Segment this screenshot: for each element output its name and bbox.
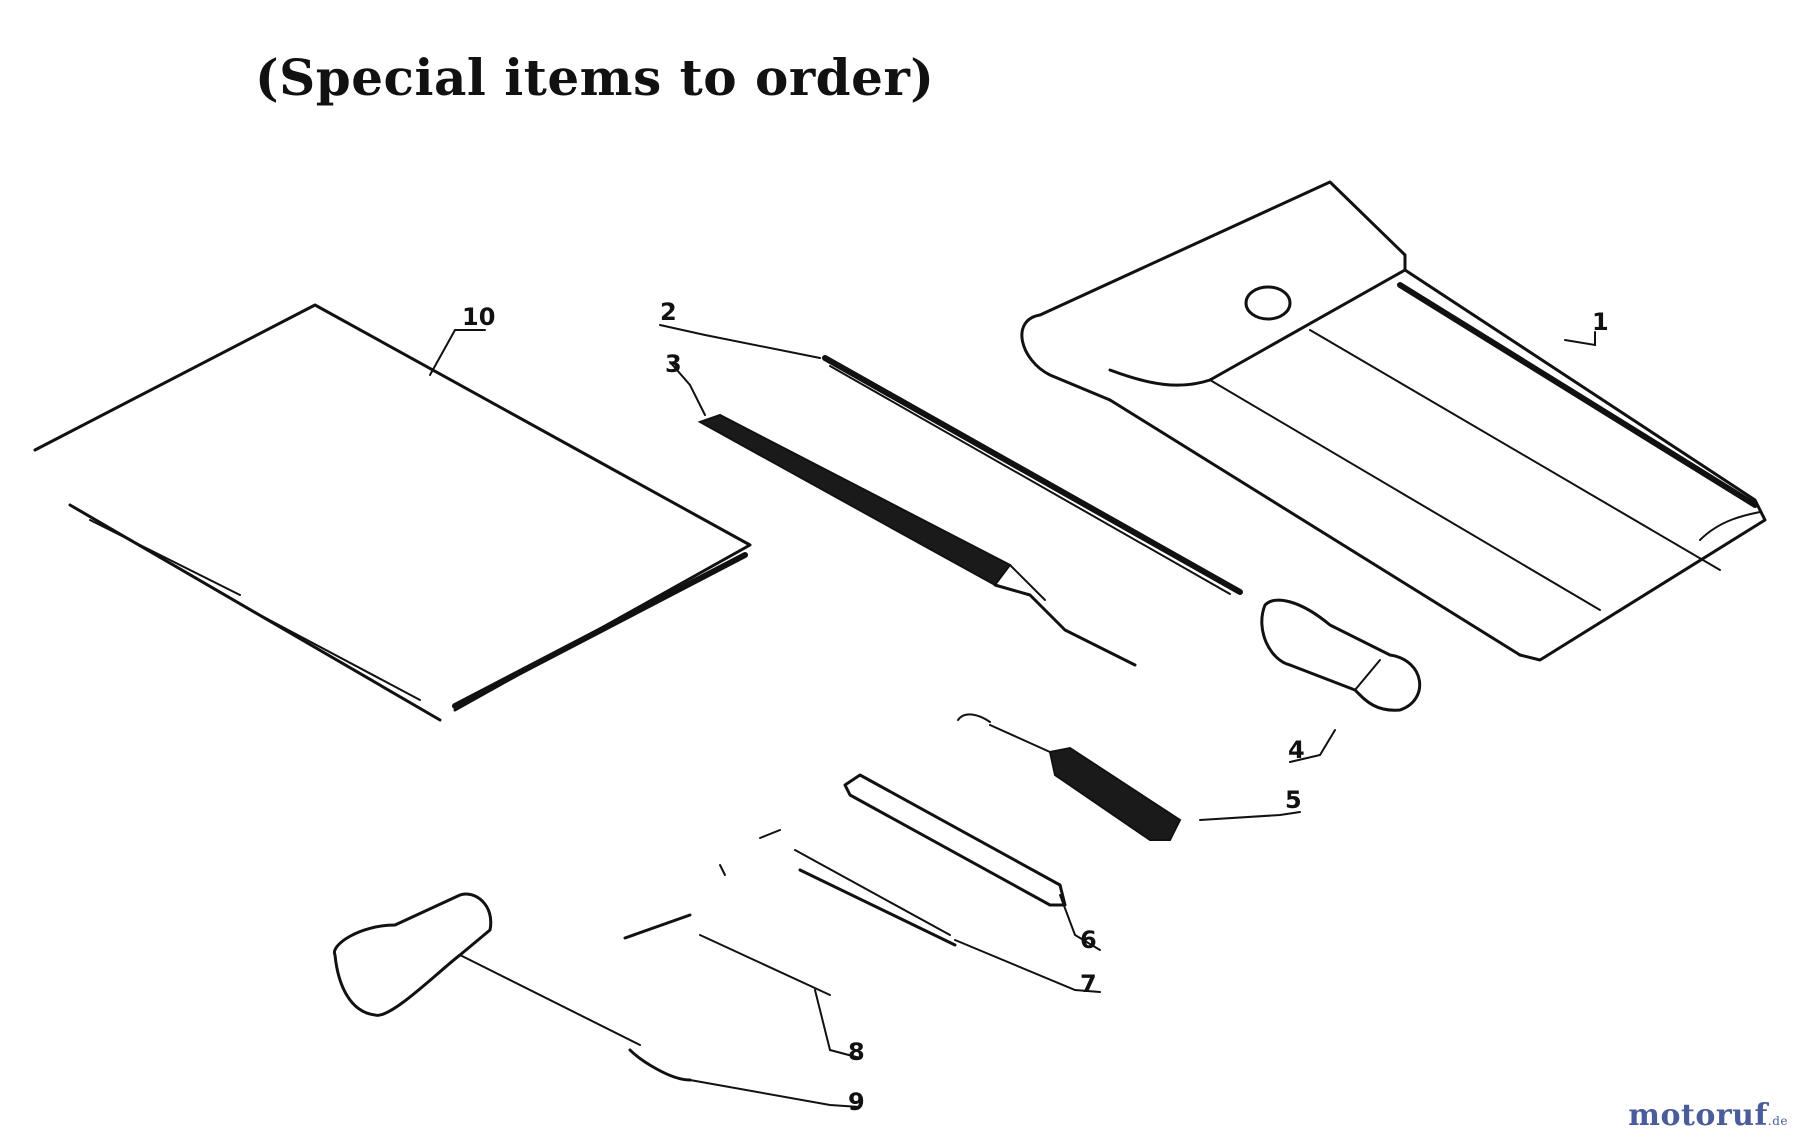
part-3-flat-file [697,413,1137,667]
part-5-screwdriver [957,713,1182,841]
callout-5: 5 [1285,786,1302,814]
part-4-handle [1260,598,1422,712]
part-6-gauge [843,773,1067,907]
callout-2: 2 [660,298,677,326]
callout-8: 8 [848,1038,865,1066]
part-10-sheet [33,303,752,722]
callout-1: 1 [1592,308,1609,336]
part-8-wrench [623,913,831,996]
callout-9: 9 [848,1088,865,1116]
page-title: (Special items to order) [255,48,935,107]
callout-7: 7 [1080,970,1097,998]
watermark-main: motoruf [1628,1098,1768,1133]
callout-10: 10 [462,303,496,331]
part-7-tool [719,829,957,947]
callout-6: 6 [1080,926,1097,954]
part-9-tool [333,892,692,1082]
leader-lines [429,324,1596,1108]
callout-4: 4 [1288,736,1305,764]
watermark-suffix: .de [1767,1114,1788,1128]
part-2-file [822,355,1243,595]
callout-3: 3 [665,350,682,378]
watermark-logo: motoruf.de [1628,1098,1788,1133]
part-1-pouch [1020,180,1767,662]
